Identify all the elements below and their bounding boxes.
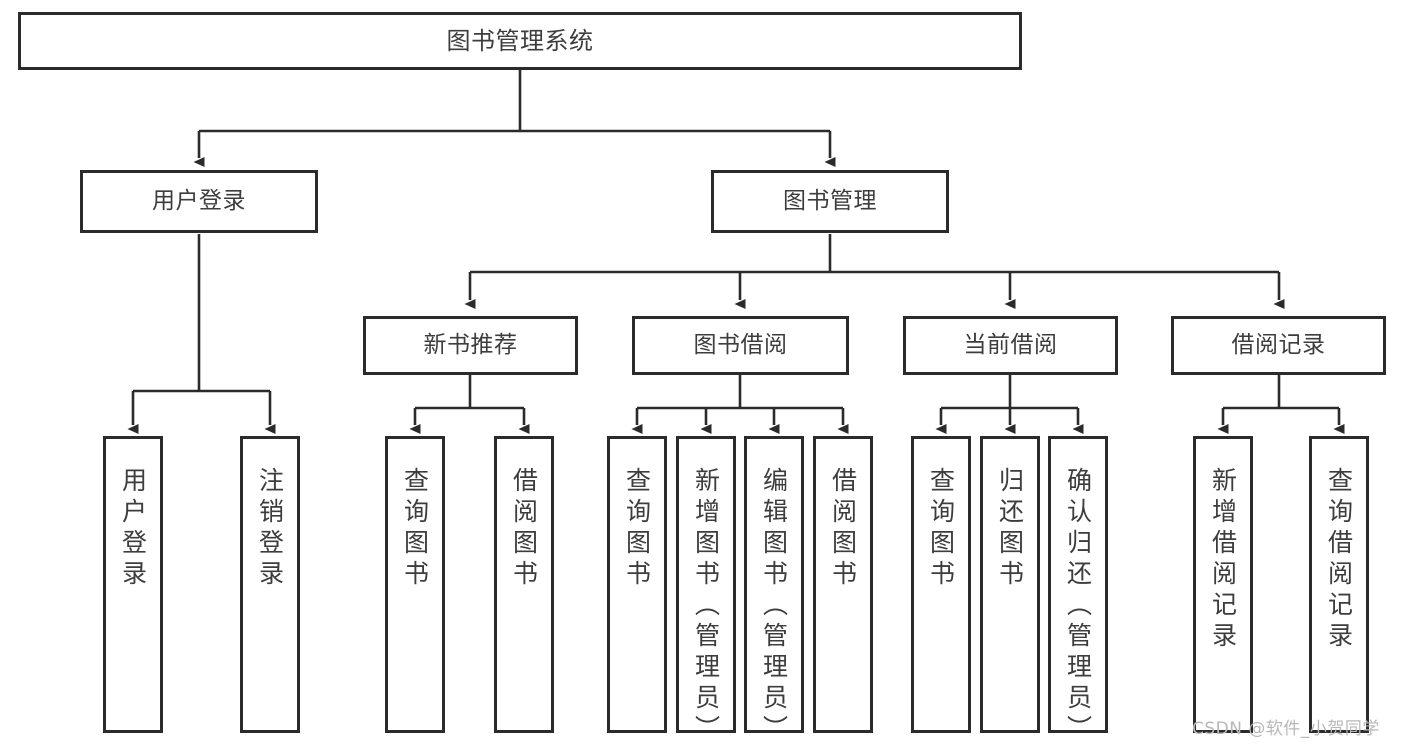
leaf-query-book-borrow[interactable]: 查询图书 bbox=[607, 436, 667, 733]
node-new-book-recommend[interactable]: 新书推荐 bbox=[363, 316, 578, 375]
leaf-user-login[interactable]: 用户登录 bbox=[103, 436, 163, 733]
leaf-borrow-book-recommend[interactable]: 借阅图书 bbox=[494, 436, 554, 733]
leaf-query-book-recommend[interactable]: 查询图书 bbox=[385, 436, 445, 733]
node-label: 查询借阅记录 bbox=[1324, 467, 1354, 653]
leaf-query-book-current[interactable]: 查询图书 bbox=[911, 436, 971, 733]
node-label: 归还图书 bbox=[995, 467, 1025, 591]
node-user-login[interactable]: 用户登录 bbox=[80, 170, 318, 233]
leaf-add-book-admin[interactable]: 新增图书（管理员） bbox=[676, 436, 736, 746]
node-label: 查询图书 bbox=[400, 467, 430, 591]
node-label: 图书管理 bbox=[783, 187, 877, 214]
node-label: 当前借阅 bbox=[963, 331, 1058, 358]
node-root-system[interactable]: 图书管理系统 bbox=[18, 12, 1022, 70]
node-label: 新书推荐 bbox=[423, 331, 518, 358]
leaf-confirm-return-admin[interactable]: 确认归还（管理员） bbox=[1048, 436, 1108, 746]
node-book-borrow[interactable]: 图书借阅 bbox=[632, 316, 849, 375]
node-label: 借阅图书 bbox=[828, 467, 858, 591]
node-current-borrow[interactable]: 当前借阅 bbox=[903, 316, 1118, 375]
node-borrow-record[interactable]: 借阅记录 bbox=[1171, 316, 1386, 375]
leaf-edit-book-admin[interactable]: 编辑图书（管理员） bbox=[744, 436, 804, 746]
node-book-management[interactable]: 图书管理 bbox=[711, 170, 949, 233]
node-label: 图书借阅 bbox=[693, 331, 788, 358]
node-label: 用户登录 bbox=[118, 467, 148, 591]
watermark: CSDN @软件_小贺同学 bbox=[1192, 719, 1380, 739]
node-label: 查询图书 bbox=[622, 467, 652, 591]
node-label: 借阅记录 bbox=[1231, 331, 1326, 358]
node-label: 用户登录 bbox=[152, 187, 246, 214]
leaf-query-borrow-record[interactable]: 查询借阅记录 bbox=[1309, 436, 1369, 733]
leaf-logout[interactable]: 注销登录 bbox=[240, 436, 300, 733]
node-label: 注销登录 bbox=[255, 467, 285, 591]
node-label: 图书管理系统 bbox=[446, 26, 594, 55]
node-label: 编辑图书（管理员） bbox=[759, 467, 789, 746]
leaf-add-borrow-record[interactable]: 新增借阅记录 bbox=[1193, 436, 1253, 733]
leaf-return-book[interactable]: 归还图书 bbox=[980, 436, 1040, 733]
node-label: 新增图书（管理员） bbox=[691, 467, 721, 746]
node-label: 确认归还（管理员） bbox=[1063, 467, 1093, 746]
node-label: 借阅图书 bbox=[509, 467, 539, 591]
leaf-borrow-book[interactable]: 借阅图书 bbox=[813, 436, 873, 733]
node-label: 新增借阅记录 bbox=[1208, 467, 1238, 653]
node-label: 查询图书 bbox=[926, 467, 956, 591]
